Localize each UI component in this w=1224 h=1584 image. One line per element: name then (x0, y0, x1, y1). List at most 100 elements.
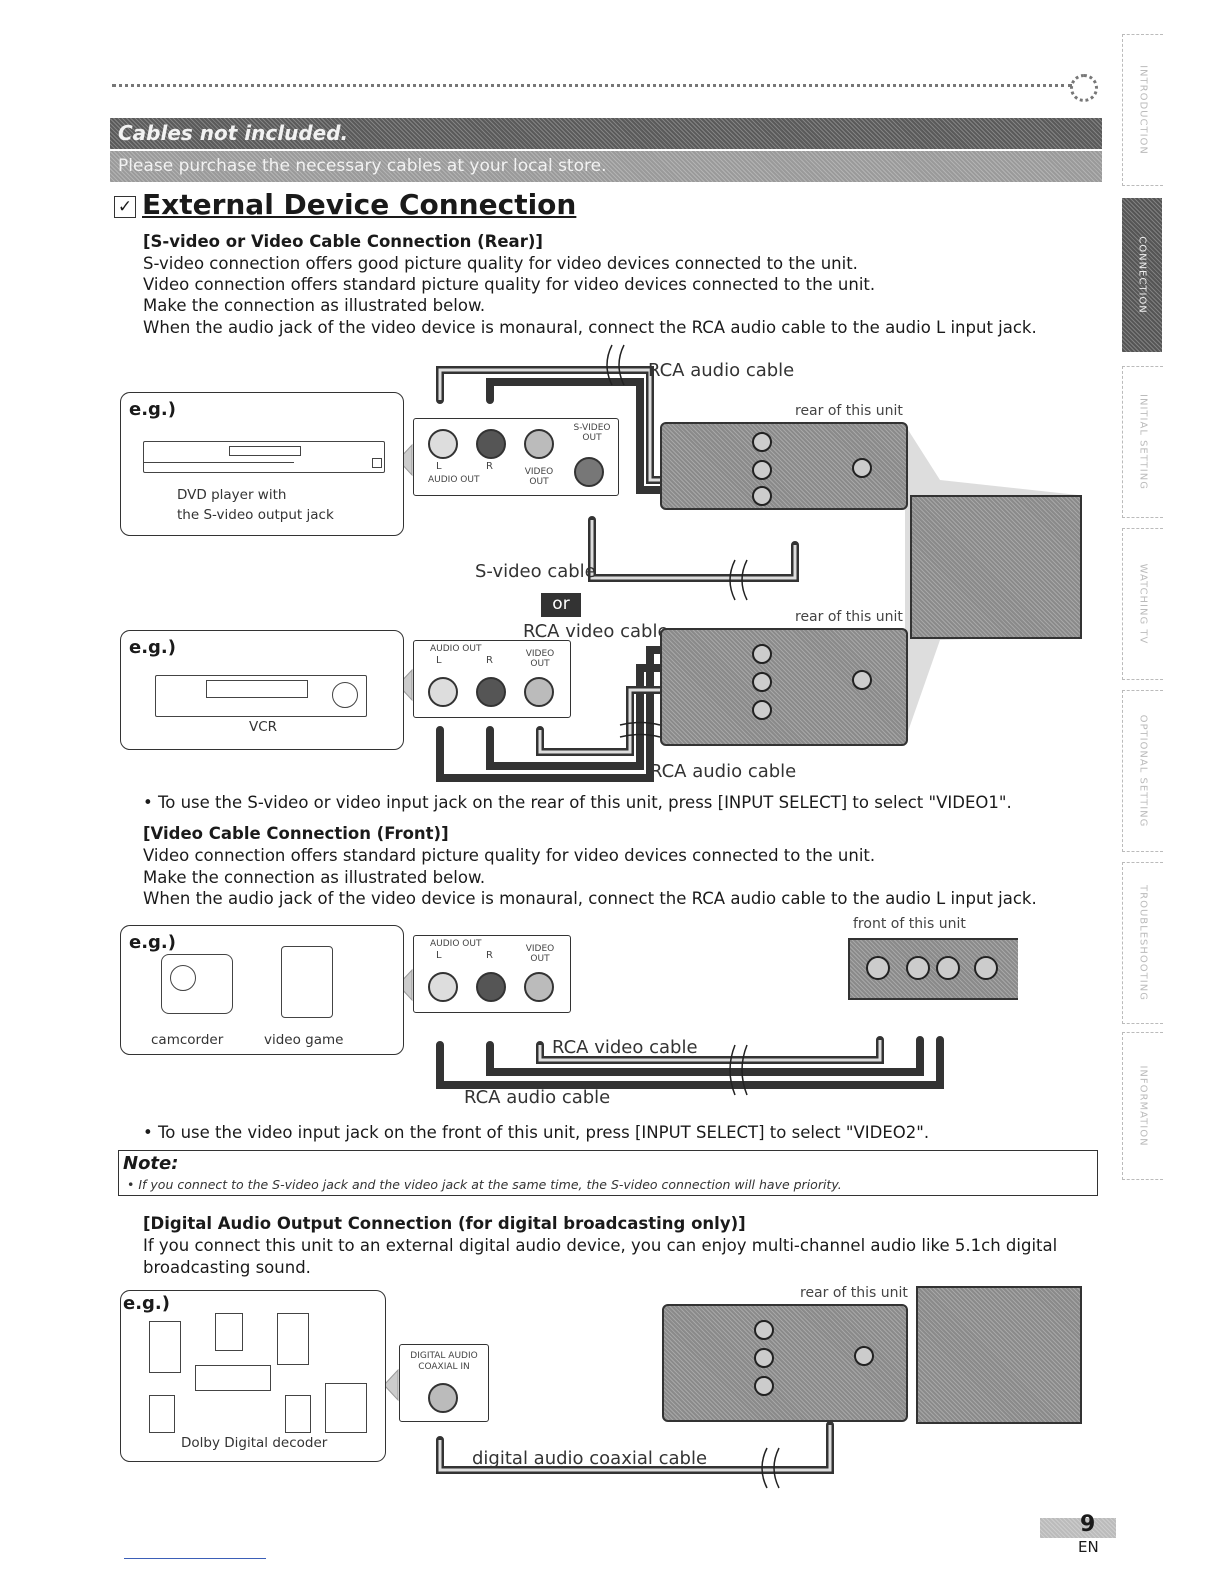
speaker-icon (277, 1313, 309, 1365)
front-label: front of this unit (853, 916, 966, 932)
vcr-icon (155, 675, 367, 717)
video-out-label: VIDEO OUT (522, 944, 558, 964)
tab-initial-setting[interactable]: INITIAL SETTING (1122, 366, 1163, 518)
tab-introduction[interactable]: INTRODUCTION (1122, 34, 1163, 186)
jack-l-icon (428, 677, 458, 707)
speaker-icon (285, 1395, 311, 1433)
decoder-jack-panel: DIGITAL AUDIO COAXIAL IN (399, 1344, 489, 1422)
rear-panel-4 (662, 1304, 908, 1422)
tab-watching-tv[interactable]: WATCHING TV (1122, 528, 1163, 680)
page-number: 9 (1080, 1512, 1095, 1537)
jack-svideo-icon (574, 457, 604, 487)
jack-video-icon (524, 429, 554, 459)
jack-l-icon (428, 429, 458, 459)
dvd-player-icon (143, 441, 385, 473)
tab-introduction-label: INTRODUCTION (1138, 65, 1149, 155)
eg-box-decoder: e.g.) Dolby Digital decoder (120, 1290, 386, 1462)
dvd-jack-panel: L R AUDIO OUT VIDEO OUT S-VIDEO OUT (413, 418, 619, 496)
audio-out-label: AUDIO OUT (428, 475, 479, 485)
digital-line-1: If you connect this unit to an external … (143, 1235, 1057, 1257)
rear-panel-1 (660, 422, 908, 510)
tab-troubleshooting-label: TROUBLESHOOTING (1138, 885, 1149, 1001)
front-panel (848, 938, 1018, 1000)
speaker-icon (149, 1321, 181, 1373)
note-box: Note: • If you connect to the S-video ja… (118, 1150, 1098, 1196)
eg-box-dvd: e.g.) DVD player with the S-video output… (120, 392, 404, 536)
rca-video-cable-label-2: RCA video cable (523, 621, 669, 642)
rca-video-cable-label-3: RCA video cable (552, 1037, 698, 1058)
speaker-icon (149, 1395, 175, 1433)
rca-audio-cable-label-2: RCA audio cable (650, 761, 796, 782)
svideo-instruction: • To use the S-video or video input jack… (143, 792, 1012, 814)
footer-rule (124, 1558, 266, 1559)
eg-label: e.g.) (129, 637, 176, 658)
eg-label: e.g.) (129, 932, 176, 953)
front-line-2: Make the connection as illustrated below… (143, 867, 485, 889)
jack-r-label: R (486, 655, 493, 666)
front-line-1: Video connection offers standard picture… (143, 845, 875, 867)
rca-audio-cable-label-1: RCA audio cable (648, 360, 794, 381)
camcorder-icon (161, 954, 233, 1014)
subwoofer-icon (325, 1383, 367, 1433)
page-lang: EN (1078, 1538, 1099, 1556)
audio-out-label: AUDIO OUT (430, 644, 481, 654)
jack-video-icon (524, 972, 554, 1002)
tab-troubleshooting[interactable]: TROUBLESHOOTING (1122, 862, 1163, 1024)
tab-connection-label: CONNECTION (1137, 236, 1148, 314)
dvd-device-label-1: DVD player with the S-video output jack (177, 485, 334, 525)
jack-l-label: L (436, 655, 442, 666)
rear-label-4: rear of this unit (800, 1285, 908, 1301)
tv-back-4 (916, 1286, 1082, 1424)
tab-connection[interactable]: CONNECTION (1122, 198, 1162, 352)
tab-optional-setting[interactable]: OPTIONAL SETTING (1122, 690, 1163, 852)
camcorder-label: camcorder (151, 1032, 223, 1048)
tab-initial-setting-label: INITIAL SETTING (1138, 394, 1149, 490)
tv-back-1 (910, 495, 1082, 639)
jack-r-icon (476, 429, 506, 459)
decoder-icon (195, 1365, 271, 1391)
rca-audio-cable-label-3: RCA audio cable (464, 1087, 610, 1108)
digital-coaxial-in-label: DIGITAL AUDIO COAXIAL IN (404, 1351, 484, 1373)
jack-l-label: L (436, 461, 442, 472)
decoder-label: Dolby Digital decoder (181, 1435, 327, 1451)
eg-box-vcr: e.g.) VCR (120, 630, 404, 750)
camcorder-jack-panel: AUDIO OUT L R VIDEO OUT (413, 935, 571, 1013)
video-game-icon (281, 946, 333, 1018)
digital-line-2: broadcasting sound. (143, 1257, 311, 1279)
rear-panel-2 (660, 628, 908, 746)
page-number-bar (1040, 1518, 1116, 1538)
note-title: Note: (123, 1153, 178, 1174)
speaker-icon (215, 1313, 243, 1351)
dvd-device-label: DVD player with the S-video output jack (177, 487, 334, 523)
vcr-device-label: VCR (249, 719, 277, 735)
video-game-label: video game (264, 1032, 343, 1048)
front-line-3: When the audio jack of the video device … (143, 888, 1037, 910)
tab-watching-tv-label: WATCHING TV (1138, 564, 1149, 645)
front-instruction: • To use the video input jack on the fro… (143, 1122, 929, 1144)
jack-r-icon (476, 677, 506, 707)
eg-box-camcorder: e.g.) camcorder video game (120, 925, 404, 1055)
tab-information-label: INFORMATION (1138, 1065, 1149, 1146)
front-heading: [Video Cable Connection (Front)] (143, 824, 449, 843)
jack-l-label: L (436, 950, 442, 961)
jack-video-icon (524, 677, 554, 707)
jack-r-icon (476, 972, 506, 1002)
tab-information[interactable]: INFORMATION (1122, 1032, 1163, 1180)
coaxial-cable-label: digital audio coaxial cable (472, 1448, 707, 1469)
jack-l-icon (428, 972, 458, 1002)
eg-label: e.g.) (123, 1293, 170, 1314)
note-text: • If you connect to the S-video jack and… (127, 1177, 842, 1192)
video-out-label: VIDEO OUT (524, 467, 554, 487)
svideo-out-label: S-VIDEO OUT (570, 423, 614, 443)
coaxial-jack-icon (428, 1383, 458, 1413)
vcr-jack-panel: AUDIO OUT L R VIDEO OUT (413, 640, 571, 718)
or-badge: or (541, 593, 581, 617)
svideo-cable-label: S-video cable (475, 561, 596, 582)
tab-optional-setting-label: OPTIONAL SETTING (1138, 715, 1149, 828)
rear-label-2: rear of this unit (795, 609, 903, 625)
video-out-label: VIDEO OUT (522, 649, 558, 669)
audio-out-label: AUDIO OUT (430, 939, 481, 949)
eg-label: e.g.) (129, 399, 176, 420)
or-label: or (552, 594, 569, 614)
rear-label-1: rear of this unit (795, 403, 903, 419)
